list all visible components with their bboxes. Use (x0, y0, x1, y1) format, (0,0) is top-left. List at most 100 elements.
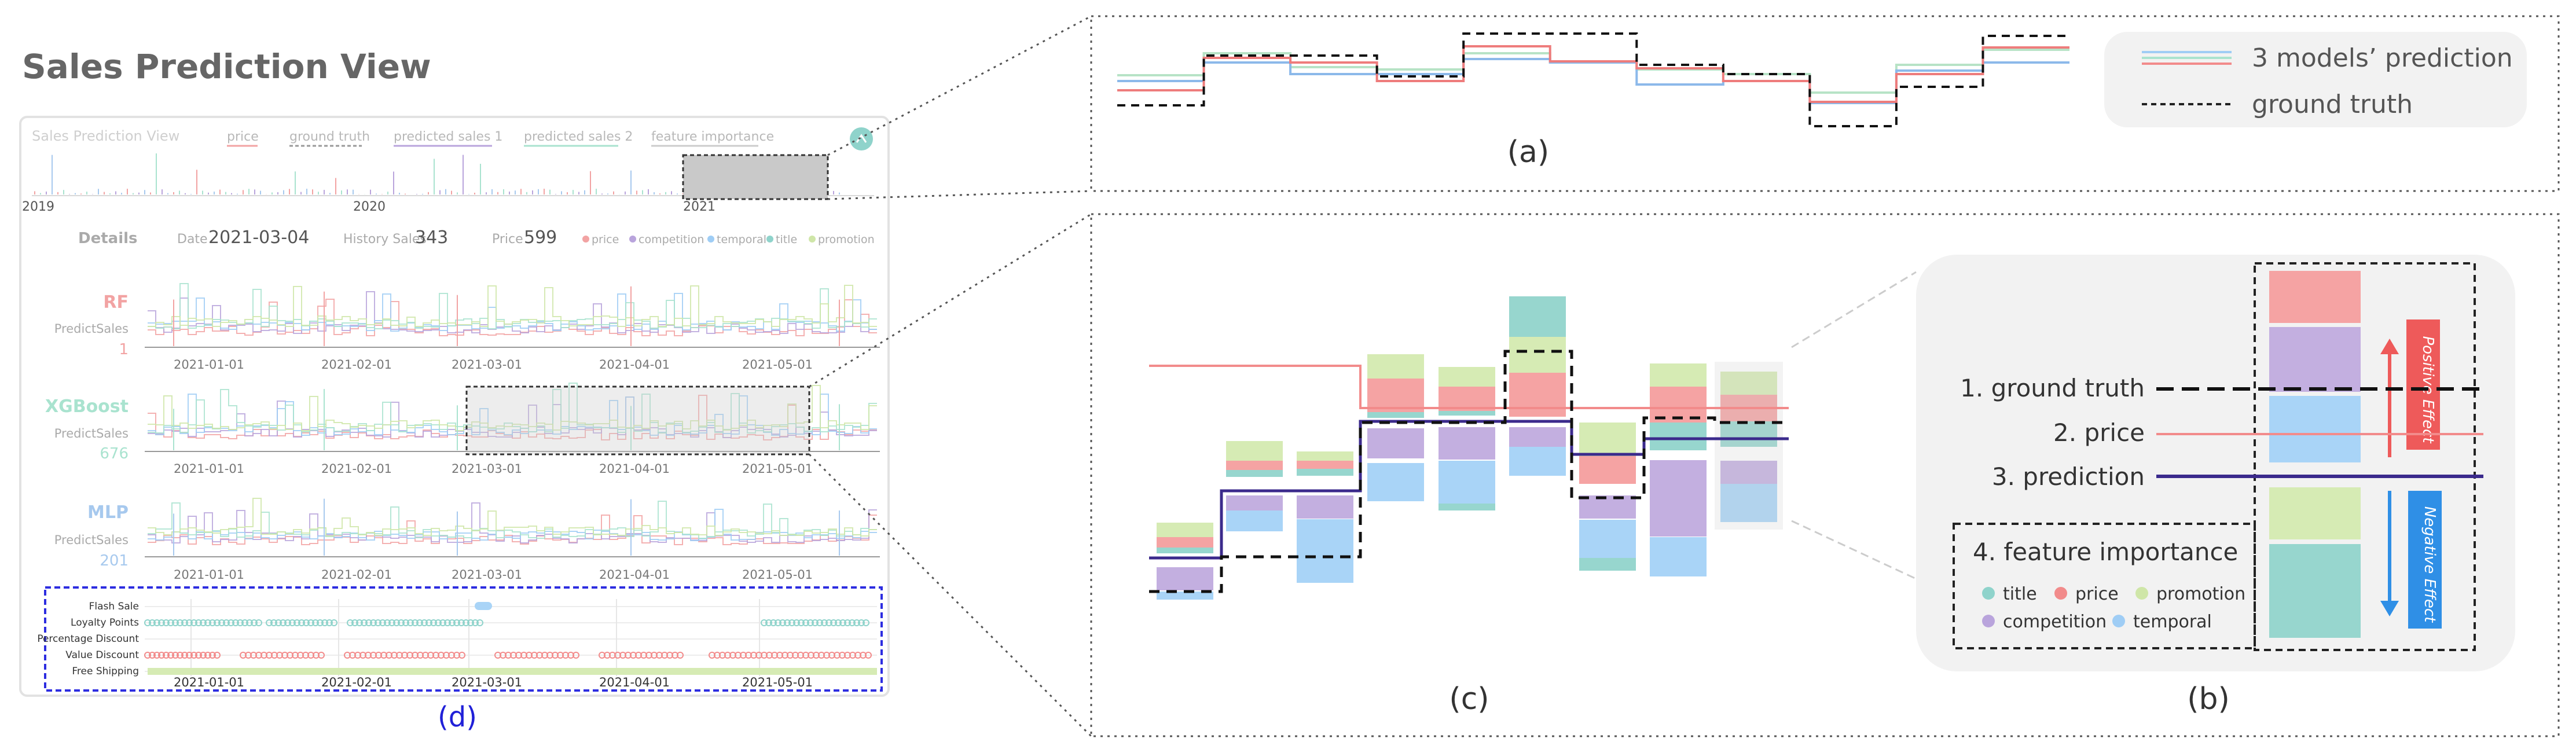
b-feature-box (1953, 523, 2256, 649)
promotion-panel-d (44, 586, 883, 692)
promo-dot (331, 619, 337, 626)
connector-c-b-bottom (1791, 520, 1917, 580)
promo-dot (200, 652, 207, 659)
c-bar-temp (1297, 519, 1353, 583)
date-value: 2021-03-04 (208, 227, 309, 248)
promo-tick-3: 2021-04-01 (599, 675, 670, 689)
c-highlight (1715, 362, 1783, 530)
promo-dot (453, 619, 460, 626)
xgb-tick-1: 2021-02-01 (321, 462, 392, 476)
mlp-tick-4: 2021-05-01 (742, 568, 813, 582)
c-bar-title (1157, 548, 1213, 553)
c-bar-comp (1650, 460, 1707, 537)
promo-dot (293, 619, 300, 626)
c-bar-temp (1509, 447, 1566, 476)
promo-dot (218, 619, 225, 626)
promo-free-shipping: Free Shipping (72, 666, 139, 677)
c-bar-price (1509, 373, 1566, 417)
promo-dot (177, 619, 184, 626)
history-value: 343 (415, 227, 448, 248)
settings-icon[interactable] (850, 127, 873, 150)
c-bar-price (1367, 379, 1424, 412)
label-d: (d) (438, 701, 477, 733)
promo-dot (186, 652, 193, 659)
promo-dot (853, 619, 860, 626)
negative-effect-tag (2408, 491, 2442, 629)
rf-tick-2: 2021-03-01 (452, 358, 522, 372)
promo-dot (458, 619, 465, 626)
model-charts (145, 283, 880, 557)
promo-dot (227, 619, 234, 626)
c-bar-promo (1297, 451, 1353, 461)
c-bar-title (1650, 423, 1707, 450)
model-rf-value: 1 (119, 341, 129, 358)
b-feature-title-item: title (2003, 584, 2037, 604)
promo-dot (223, 619, 230, 626)
c-bar-promo (1226, 441, 1283, 461)
details-label: Details (78, 230, 138, 247)
c-bar-title (1720, 421, 1777, 447)
promotion-row-labels: Flash Sale Loyalty Points Percentage Dis… (37, 601, 139, 677)
rf-tick-3: 2021-04-01 (599, 358, 670, 372)
promo-dot (412, 619, 419, 626)
c-bar-temp (1439, 461, 1495, 504)
promo-dot (270, 619, 277, 626)
promo-dot (167, 619, 174, 626)
promo-dot (158, 619, 165, 626)
rf-series-line (148, 285, 877, 327)
promo-dot (770, 619, 777, 626)
c-prediction-line (1149, 420, 1789, 560)
c-bar-price (1226, 461, 1283, 470)
promo-dot (181, 619, 188, 626)
promo-dot (347, 619, 354, 626)
brush-selection[interactable] (682, 154, 829, 200)
panel-b-stack-frame (2254, 262, 2476, 651)
promo-dot (821, 619, 828, 626)
negative-effect-label: Negative Effect (2421, 506, 2438, 623)
promo-tick-2: 2021-03-01 (452, 675, 522, 689)
promo-dot (172, 652, 179, 659)
c-bar-temp (1650, 537, 1707, 576)
promo-dot (186, 619, 193, 626)
promo-dot (280, 619, 287, 626)
panel-b-box (1916, 255, 2515, 671)
b-row-prediction: 3. prediction (1992, 462, 2145, 491)
promo-dot (472, 619, 479, 626)
c-bar-promo (1367, 354, 1424, 379)
promotion-grid (144, 599, 877, 676)
label-b: (b) (2187, 682, 2230, 717)
promo-dot (149, 619, 156, 626)
xgb-zoom-box[interactable] (465, 385, 810, 456)
c-bar-comp (1720, 461, 1777, 484)
c-bar-temp (1720, 484, 1777, 522)
promo-dot (356, 619, 363, 626)
mlp-series-line (148, 498, 877, 537)
promo-dot (430, 619, 437, 626)
panel-a-ground-truth-line (1117, 32, 2069, 127)
price-value: 599 (524, 227, 557, 248)
promo-dot (467, 619, 474, 626)
model-xgb-sub: PredictSales (54, 427, 129, 440)
b-row-ground-truth: 1. ground truth (1960, 374, 2145, 402)
rf-series-line (148, 283, 877, 329)
rf-tick-0: 2021-01-01 (174, 358, 244, 372)
c-bar-temp (1226, 510, 1283, 531)
b-feature-competition-item: competition (2003, 612, 2107, 632)
promo-dot (802, 619, 809, 626)
c-bar-promo (1509, 337, 1566, 373)
c-price-line (1149, 365, 1789, 409)
promo-dot (209, 652, 216, 659)
mini-legend-pred2: predicted sales 2 (524, 130, 633, 144)
mlp-tick-2: 2021-03-01 (452, 568, 522, 582)
promo-dot (784, 619, 791, 626)
positive-effect-tag (2406, 319, 2440, 450)
promotion-ticks: 2021-01-01 2021-02-01 2021-03-01 2021-04… (174, 675, 813, 689)
promo-dot (863, 619, 869, 626)
promo-dot (816, 619, 823, 626)
promo-dot (844, 619, 851, 626)
promo-shipping-bar (148, 668, 252, 675)
promo-tick-4: 2021-05-01 (742, 675, 813, 689)
promo-dot (255, 619, 262, 626)
promo-dot (144, 619, 151, 626)
